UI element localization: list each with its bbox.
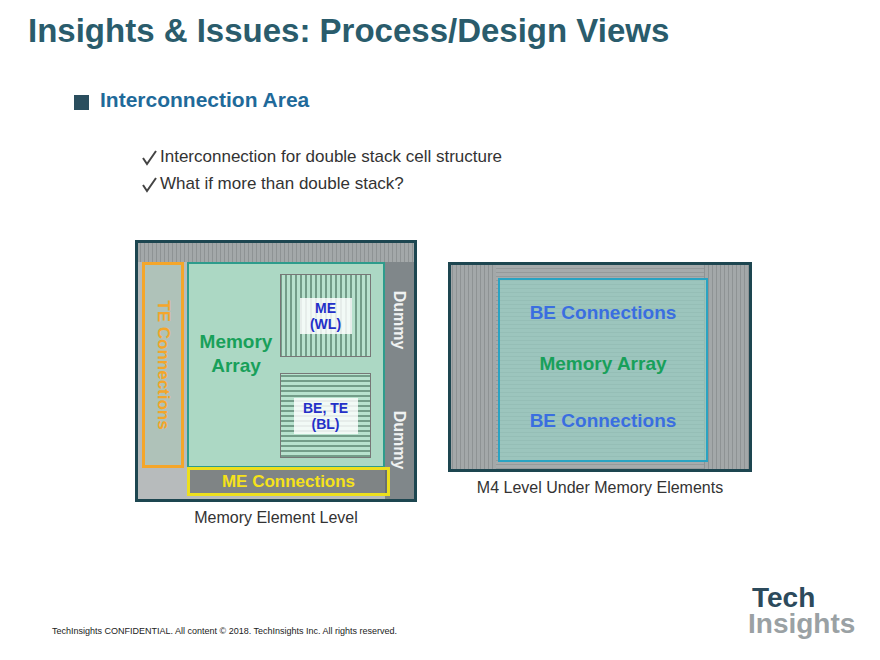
region-label: ME Connections bbox=[190, 472, 387, 492]
bullet-text: Interconnection for double stack cell st… bbox=[160, 147, 502, 167]
check-mark bbox=[143, 151, 156, 164]
region-label: Memory Array bbox=[193, 330, 279, 378]
micrograph-texture bbox=[188, 263, 384, 467]
dummy-label: Dummy bbox=[390, 291, 408, 350]
stripe-box: ME (WL) bbox=[280, 274, 371, 357]
panel-caption: M4 Level Under Memory Elements bbox=[451, 479, 749, 497]
micrograph-texture bbox=[138, 243, 414, 262]
dummy-label: Dummy bbox=[390, 411, 408, 470]
stripe-box: BE, TE (BL) bbox=[280, 373, 371, 458]
micrograph bbox=[448, 262, 752, 472]
region-label: BE Connections bbox=[500, 410, 706, 432]
dummy-strip bbox=[385, 262, 414, 499]
region-label: BE Connections bbox=[500, 302, 706, 324]
element-label: ME (WL) bbox=[300, 298, 352, 334]
check-mark bbox=[143, 178, 156, 191]
region-label: Memory Array bbox=[500, 353, 706, 375]
region-label: TE Connections bbox=[153, 300, 173, 429]
section-heading: Interconnection Area bbox=[100, 88, 309, 112]
memory-array-region: ME (WL) BE, TE (BL) Memory Array bbox=[187, 262, 385, 468]
copyright-footer: TechInsights CONFIDENTIAL. All content ©… bbox=[52, 626, 397, 636]
bullet-text: What if more than double stack? bbox=[160, 174, 404, 194]
micrograph-texture bbox=[451, 265, 496, 469]
slide-title: Insights & Issues: Process/Design Views bbox=[28, 12, 669, 50]
connection-region: TE Connections bbox=[142, 262, 184, 468]
image-panel: BE ConnectionsMemory ArrayBE Connections… bbox=[448, 262, 752, 472]
logo-text: Insights bbox=[748, 610, 855, 638]
square-bullet bbox=[74, 95, 89, 110]
micrograph bbox=[135, 240, 417, 502]
image-panel: TE Connections ME (WL) BE, TE (BL) Memory A… bbox=[135, 240, 417, 502]
logo-text: Tech bbox=[752, 584, 815, 612]
micrograph-texture bbox=[704, 265, 749, 469]
panel-caption: Memory Element Level bbox=[138, 509, 414, 527]
memory-array-region: BE ConnectionsMemory ArrayBE Connections bbox=[498, 278, 708, 462]
connection-region: ME Connections bbox=[187, 467, 390, 496]
element-label: BE, TE (BL) bbox=[294, 398, 358, 434]
